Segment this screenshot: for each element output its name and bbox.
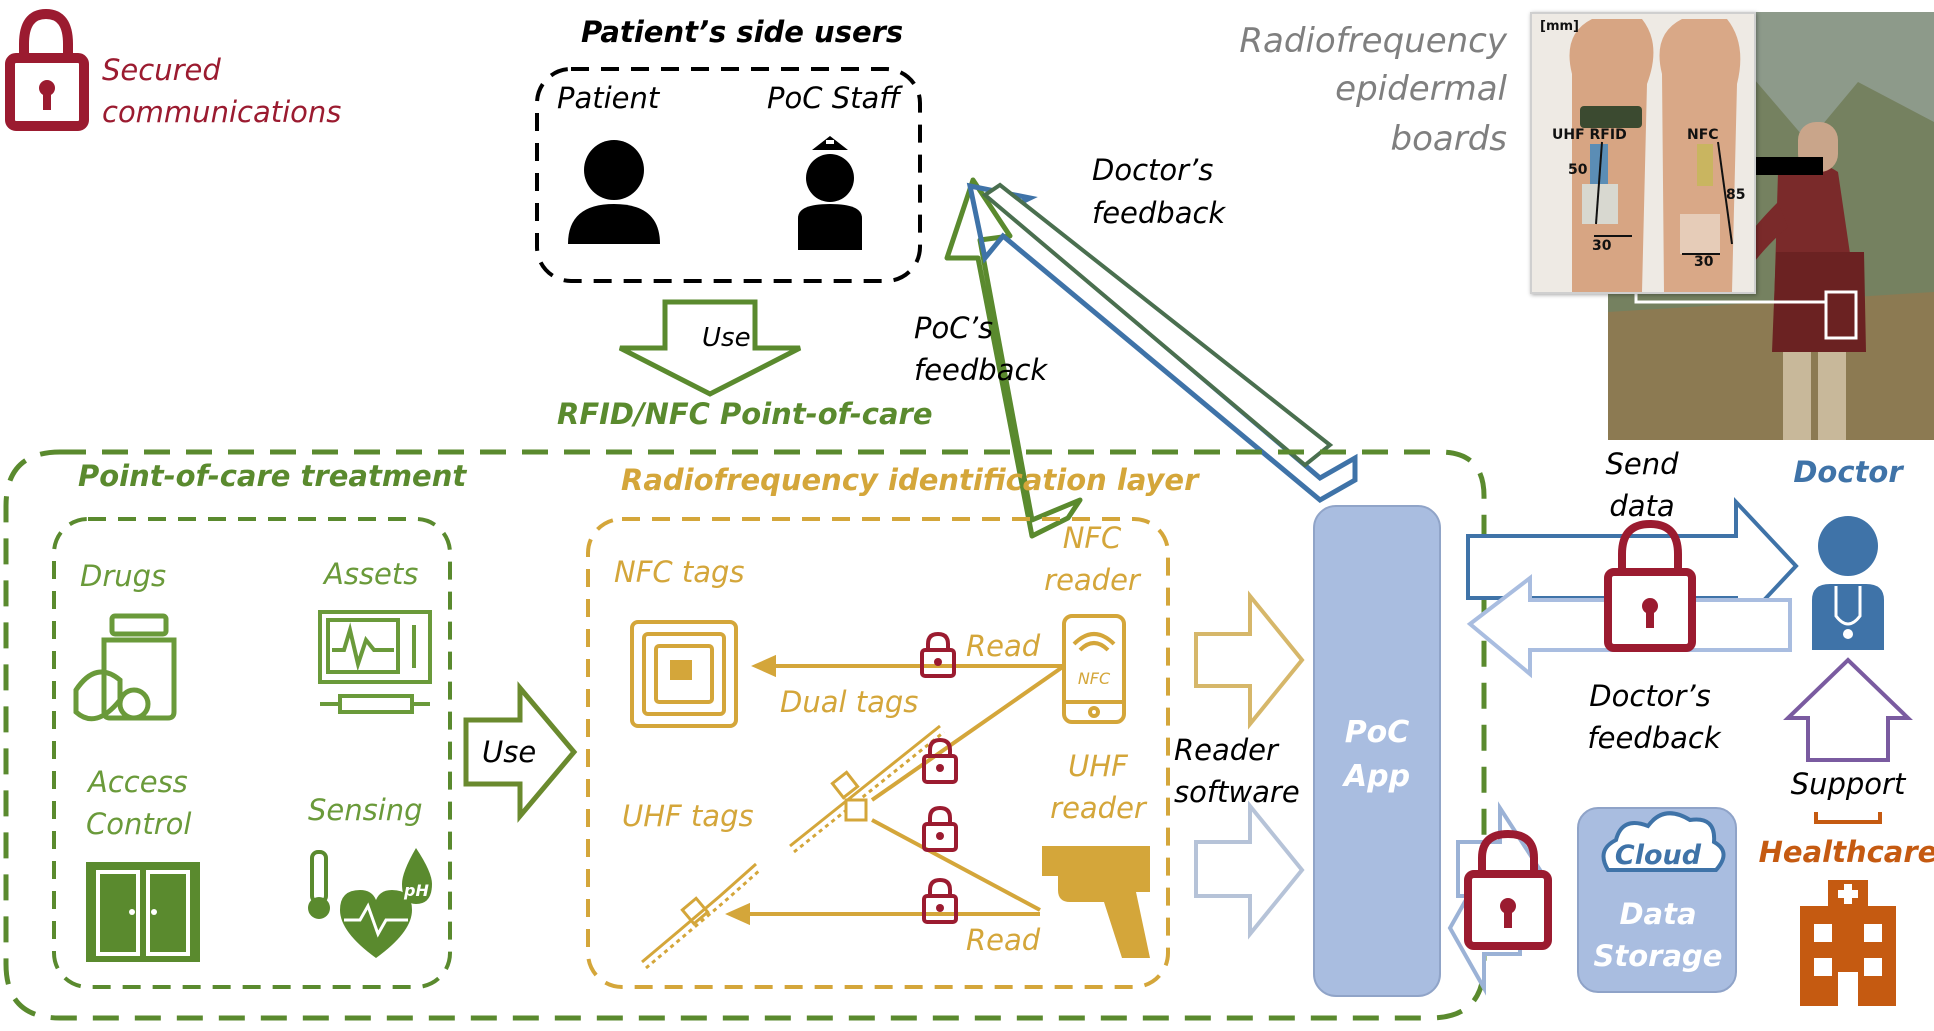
epidermal-label-1: Radiofrequency: [1239, 21, 1507, 61]
support-label: Support: [1791, 767, 1907, 801]
nfc-label: NFC: [1687, 127, 1719, 143]
access-label-2: Control: [86, 807, 191, 841]
read-label-bottom: Read: [966, 923, 1041, 957]
rfid-layer-title: Radiofrequency identification layer: [621, 463, 1200, 497]
dim-85-label: 85: [1726, 187, 1745, 203]
dual-read-arrows: [870, 664, 1066, 912]
nfc-reader-icon: NFC: [1062, 614, 1126, 724]
rfid-layer-box: [586, 517, 1170, 989]
dim-50-label: 50: [1568, 162, 1588, 178]
monitor-icon: [318, 610, 432, 714]
nfc-tag-icon: [630, 620, 738, 728]
patient-side-title: Patient’s side users: [581, 15, 903, 49]
ph-label: pH: [403, 881, 429, 900]
poc-feedback-label-2: feedback: [914, 353, 1048, 387]
doctor-feedback-label-2: feedback: [1092, 196, 1226, 230]
door-icon: [86, 862, 200, 962]
assets-label: Assets: [322, 557, 418, 591]
poc-app-box[interactable]: [1313, 505, 1441, 997]
poc-feedback-arrow: [944, 177, 1083, 539]
dim-30-right-label: 30: [1694, 254, 1714, 270]
send-data-label-2: data: [1609, 489, 1674, 523]
support-arrow: [1783, 657, 1913, 762]
uhf-reader-label-1: UHF: [1068, 749, 1129, 783]
doctor-feedback-arrow: [981, 182, 1334, 468]
lock-icon-dual-2: [922, 805, 958, 852]
epidermal-label-2: epidermal: [1335, 69, 1507, 109]
sensing-label: Sensing: [308, 793, 423, 827]
unit-label: [mm]: [1540, 19, 1579, 34]
patient-icon: [568, 140, 660, 244]
doctor-feedback-bottom-label-1: Doctor’s: [1589, 679, 1710, 713]
rfid-nfc-poc-label: RFID/NFC Point-of-care: [557, 397, 933, 431]
healthcare-label: Healthcare: [1759, 835, 1934, 869]
read-label-top: Read: [966, 629, 1041, 663]
reader-software-label-1: Reader: [1174, 733, 1280, 767]
cloud-icon: [1601, 811, 1726, 872]
doctor-feedback-label-1: Doctor’s: [1092, 153, 1213, 187]
poc-inner-box: [52, 517, 452, 989]
nfc-read-arrow: [751, 654, 1064, 678]
epidermal-label-3: boards: [1391, 119, 1508, 159]
nfc-reader-label-2: reader: [1044, 563, 1142, 597]
support-bracket: [1814, 812, 1882, 824]
uhf-tag-icon: [641, 862, 761, 970]
lock-icon-read-bottom: [922, 877, 958, 924]
patient-label: Patient: [557, 81, 661, 115]
forearm-inset: [mm] UHF RFID NFC 50 30 85 30: [1530, 12, 1756, 294]
uhf-reader-icon: [1042, 846, 1150, 958]
poc-app-label-2: App: [1342, 759, 1410, 794]
hospital-icon: [1800, 880, 1896, 1006]
patient-side-box: [535, 67, 922, 283]
drugs-icon: [73, 613, 177, 722]
dim-30-left-label: 30: [1592, 238, 1612, 254]
use-label-top: Use: [702, 323, 751, 353]
dual-tags-label: Dual tags: [780, 685, 918, 719]
reader-arrow-top: [1194, 590, 1305, 730]
lock-icon-read-top: [920, 631, 956, 678]
lock-icon-send: [1604, 519, 1696, 652]
uhf-reader-label-2: reader: [1050, 791, 1148, 825]
access-label-1: Access: [86, 765, 188, 799]
doctor-label: Doctor: [1793, 455, 1904, 489]
poc-treatment-title: Point-of-care treatment: [78, 459, 467, 493]
uhf-read-arrow: [725, 902, 1040, 926]
data-storage-label-1: Data: [1619, 897, 1696, 931]
use-arrow-down: [618, 299, 802, 397]
drugs-label: Drugs: [80, 559, 166, 593]
nfc-reader-label-1: NFC: [1063, 521, 1122, 555]
poc-feedback-label-1: PoC’s: [914, 311, 993, 345]
sensing-icon: pH: [308, 848, 432, 958]
poc-outer-box: [3, 449, 1487, 1021]
reader-software-label-2: software: [1174, 775, 1300, 809]
send-data-label-1: Send: [1605, 447, 1679, 481]
epidermal-photo: [1608, 12, 1934, 440]
staff-label: PoC Staff: [767, 81, 903, 115]
poc-app-label-1: PoC: [1345, 715, 1410, 750]
secured-label-1: Secured: [102, 53, 221, 87]
uhf-rfid-label: UHF RFID: [1552, 127, 1627, 143]
doctor-feedback-bottom-label-2: feedback: [1587, 721, 1721, 755]
secured-label-2: communications: [102, 95, 341, 129]
nfc-tags-label: NFC tags: [614, 555, 745, 589]
use-label-mid: Use: [482, 735, 536, 769]
lock-icon-dual-1: [922, 737, 958, 784]
phone-nfc-label: NFC: [1078, 669, 1111, 688]
reader-arrow-bottom: [1194, 800, 1305, 940]
lock-icon-cloud: [1464, 829, 1552, 950]
dual-tag-icon: [789, 724, 945, 854]
use-arrow-right: [463, 681, 578, 823]
data-storage-label-2: Storage: [1594, 939, 1723, 973]
secured-lock-icon: [5, 8, 89, 131]
cloud-label: Cloud: [1615, 840, 1702, 871]
doctor-icon: [1812, 516, 1884, 650]
nurse-icon: [798, 136, 862, 250]
uhf-tags-label: UHF tags: [622, 799, 754, 833]
